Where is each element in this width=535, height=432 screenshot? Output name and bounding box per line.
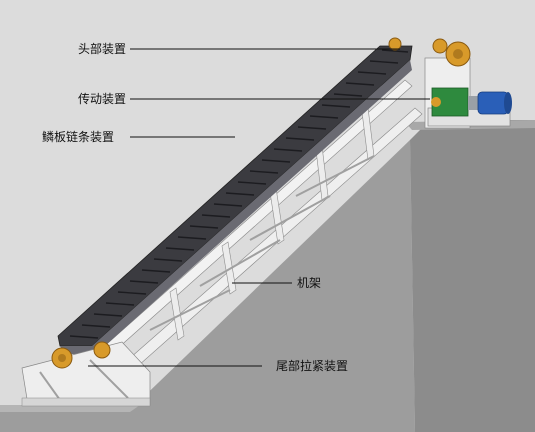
apron-plates xyxy=(69,49,409,339)
tail-tensioning-device xyxy=(21,341,151,407)
pit-wall-right xyxy=(410,120,535,432)
label-drive-device: 传动装置 xyxy=(78,92,127,106)
pit-slope xyxy=(0,140,415,432)
label-head-device: 头部装置 xyxy=(78,42,127,56)
label-apron-chain-device: 鳞板链条装置 xyxy=(42,130,115,144)
label-frame: 机架 xyxy=(297,276,322,290)
drive-device xyxy=(427,87,512,127)
frame-diagonal-braces xyxy=(149,155,375,331)
frame-legs xyxy=(169,107,375,341)
label-tail-tensioning-device: 尾部拉紧装置 xyxy=(276,359,349,373)
pit-bottom-floor xyxy=(0,405,140,412)
leader-lines xyxy=(88,48,430,367)
